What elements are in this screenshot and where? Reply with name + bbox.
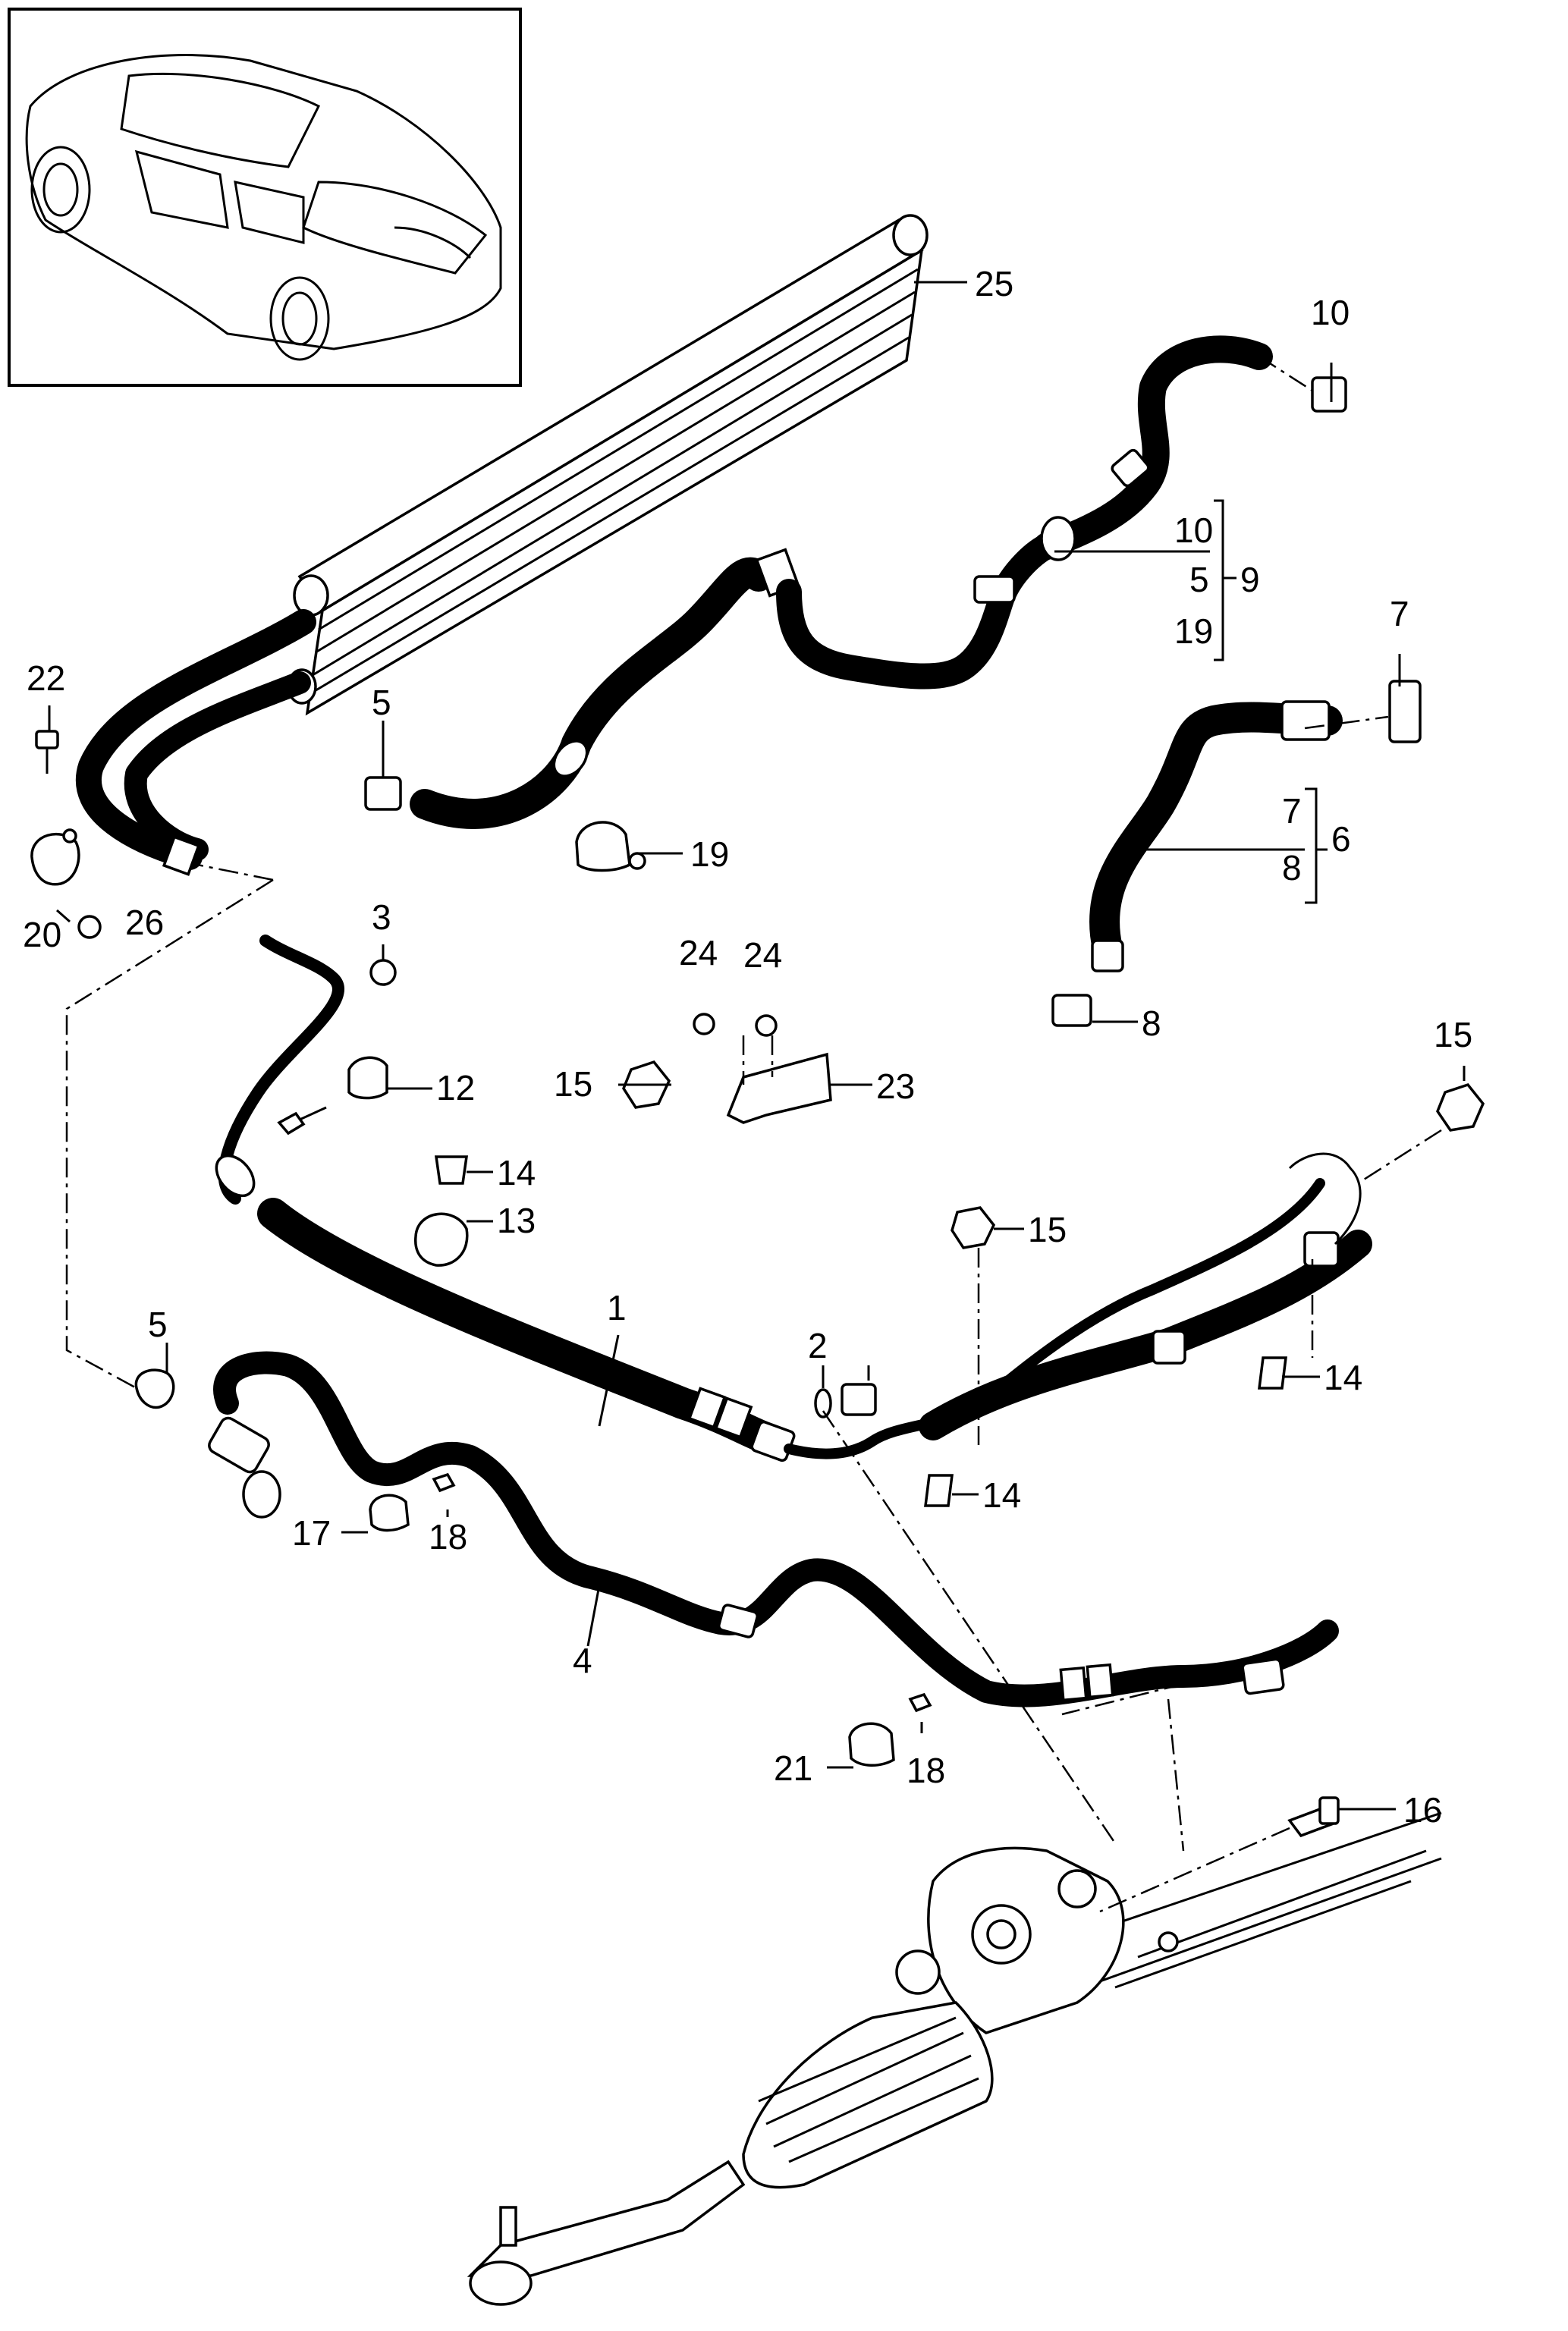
vehicle-thumbnail xyxy=(8,8,522,387)
callout-9: 9 xyxy=(1240,560,1260,599)
callout-14-right: 14 xyxy=(1324,1358,1362,1397)
pressure-line-1 xyxy=(215,935,1372,1462)
callout-6: 6 xyxy=(1331,819,1351,859)
cooler-return-hose xyxy=(410,335,1273,829)
callout-labels: 25 10 10 5 19 9 7 7 8 6 8 22 5 19 20 26 … xyxy=(23,264,1472,1830)
callout-18-left: 18 xyxy=(429,1517,467,1557)
hardware-parts xyxy=(30,376,1485,1838)
callout-14-top: 14 xyxy=(497,1153,536,1192)
callout-5-top: 5 xyxy=(372,683,391,722)
callout-4: 4 xyxy=(573,1641,592,1680)
callout-25: 25 xyxy=(975,264,1013,303)
steering-rack xyxy=(467,1811,1442,2306)
callout-group6-item-7: 7 xyxy=(1282,791,1302,831)
callout-15-right: 15 xyxy=(1434,1015,1472,1054)
callout-24-left: 24 xyxy=(679,933,718,972)
callout-13: 13 xyxy=(497,1201,536,1240)
callout-5-bottom: 5 xyxy=(148,1305,168,1344)
callout-17: 17 xyxy=(292,1513,331,1553)
callout-16: 16 xyxy=(1403,1790,1442,1830)
callout-22: 22 xyxy=(27,658,65,698)
cooler-outlet-hoses xyxy=(75,609,316,876)
callout-12: 12 xyxy=(436,1068,475,1107)
callout-19: 19 xyxy=(690,834,729,874)
callout-26: 26 xyxy=(125,903,164,942)
callout-18-right: 18 xyxy=(907,1751,945,1790)
callout-21: 21 xyxy=(774,1748,812,1788)
callout-1: 1 xyxy=(607,1288,627,1327)
callout-24-right: 24 xyxy=(743,935,782,975)
callout-15-left: 15 xyxy=(554,1064,592,1104)
callout-group9-item-5: 5 xyxy=(1189,560,1209,599)
leader-lines xyxy=(48,281,1466,1913)
callout-20: 20 xyxy=(23,915,61,954)
return-line-4 xyxy=(208,1351,1339,1707)
callout-2: 2 xyxy=(808,1326,828,1365)
callout-group9-item-10: 10 xyxy=(1174,510,1213,550)
callout-7: 7 xyxy=(1390,594,1409,633)
callout-group6-item-8: 8 xyxy=(1282,848,1302,887)
callout-10: 10 xyxy=(1311,293,1350,332)
callout-8: 8 xyxy=(1142,1004,1161,1043)
callout-group9-item-19: 19 xyxy=(1174,611,1213,651)
hose-6 xyxy=(1089,700,1343,972)
callout-14-bottom: 14 xyxy=(982,1475,1021,1515)
callout-23: 23 xyxy=(876,1067,915,1106)
callout-15-mid: 15 xyxy=(1028,1210,1067,1249)
oil-cooler xyxy=(287,214,929,716)
callout-3: 3 xyxy=(372,897,391,937)
